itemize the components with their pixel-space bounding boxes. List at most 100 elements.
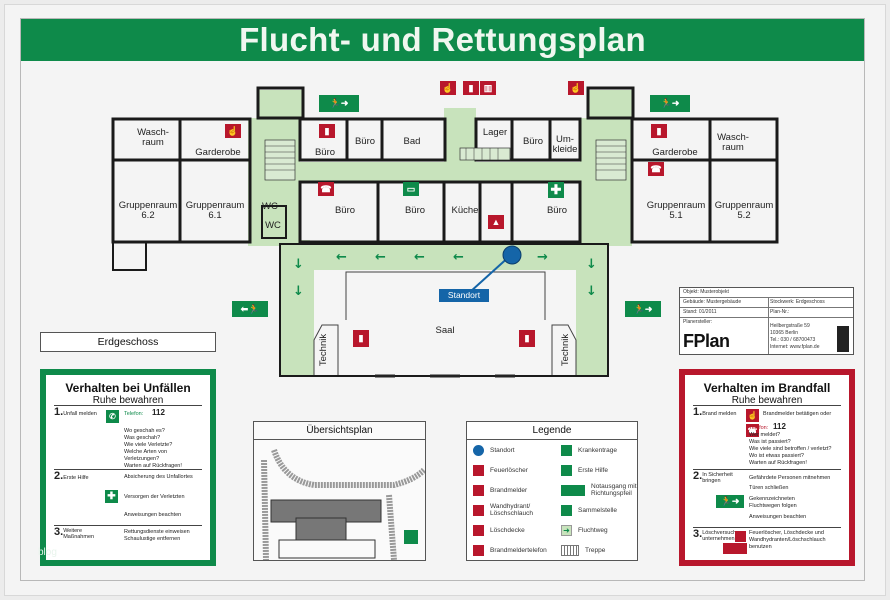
fplan-logo: FPlan xyxy=(683,331,730,351)
legend-item: Standort xyxy=(473,445,515,456)
room-bad: Bad xyxy=(403,136,421,147)
fire-alarm-icon: ☝ xyxy=(568,81,584,95)
arrow-left-icon: ⬅ xyxy=(240,303,249,314)
running-man-icon: 🏃 xyxy=(660,98,672,108)
legend-item: Treppe xyxy=(561,545,605,556)
running-man-icon: 🏃 xyxy=(633,303,645,314)
room-gruppenraum-5-2: Gruppenraum 5.2 xyxy=(714,200,774,221)
fire-extinguisher-icon: ▮ xyxy=(353,330,369,347)
fire-panel-subtitle: Ruhe bewahren xyxy=(731,395,803,406)
fire-extinguisher-icon: ▮ xyxy=(651,124,667,138)
info-phone: Tel.: 030 / 68700473 xyxy=(770,337,816,343)
stretcher-icon xyxy=(561,445,572,456)
room-buero-6: Büro xyxy=(546,205,568,216)
legend-item: Brandmelder xyxy=(473,485,527,496)
fire-phone-icon xyxy=(473,545,484,556)
assembly-point-icon xyxy=(404,530,418,544)
wall-hydrant-icon xyxy=(473,504,484,516)
arrow-left-icon: ← xyxy=(453,250,464,265)
accident-section-2: 2.Erste Hilfe Absicherung des Unfallorte… xyxy=(54,469,202,521)
legend-item: Brandmeldertelefon xyxy=(473,545,547,556)
arrow-right-icon: ➜ xyxy=(644,303,653,314)
saal-area xyxy=(314,270,576,376)
room-buero-5: Büro xyxy=(522,136,544,147)
fire-blanket-icon: ▲ xyxy=(488,215,504,229)
fire-extinguisher-icon xyxy=(735,531,746,542)
accident-questions: Wo geschah es?Was geschah?Wie viele Verl… xyxy=(124,428,182,469)
page-title: Flucht- und Rettungsplan xyxy=(21,19,864,61)
info-internet: Internet: www.fplan.de xyxy=(770,344,820,350)
certificate-icon xyxy=(837,326,849,352)
escape-routes xyxy=(248,90,633,376)
wall-hydrant-icon: ▥ xyxy=(480,81,496,95)
fire-extinguisher-icon: ▮ xyxy=(463,81,479,95)
arrow-down-icon: ↓ xyxy=(293,257,304,272)
accident-section-1: 1.Unfall melden ✆ Telefon: 112 Wo gescha… xyxy=(54,405,202,469)
fire-alarm-icon: ☝ xyxy=(746,409,759,422)
room-kueche: Küche xyxy=(451,205,479,216)
arrow-down-icon: ↓ xyxy=(586,257,597,272)
legend: Legende Standort Feuerlöscher Brandmelde… xyxy=(466,421,638,561)
first-aid-icon: ✚ xyxy=(548,182,564,198)
room-waschraum-left: Wasch- raum xyxy=(137,127,169,148)
arrow-right-icon: → xyxy=(537,250,548,265)
room-buero-1: Büro xyxy=(314,147,336,158)
fire-alarm-icon: ☝ xyxy=(225,124,241,138)
legend-item: Feuerlöscher xyxy=(473,465,528,476)
legend-item: ➜Fluchtweg xyxy=(561,525,608,536)
fire-phone-icon: ☎ xyxy=(318,182,334,196)
arrow-down-icon: ↓ xyxy=(293,284,304,299)
standort-marker[interactable] xyxy=(502,245,522,265)
room-buero-2: Büro xyxy=(354,136,376,147)
emergency-exit-sign: 🏃➜ xyxy=(650,95,690,112)
floor-label: Erdgeschoss xyxy=(40,332,216,352)
room-garderobe-right: Garderobe xyxy=(652,147,698,158)
room-gruppenraum-6-2: Gruppenraum 6.2 xyxy=(118,200,178,221)
emergency-phone-icon: ✆ xyxy=(106,410,119,423)
info-objekt: Objekt: Musterobjekt xyxy=(683,289,729,295)
fire-alarm-icon xyxy=(473,485,484,496)
plan-info-block: Objekt: Musterobjekt Gebäude: Mustergebä… xyxy=(679,287,854,355)
info-stand: Stand: 01/2011 xyxy=(683,309,717,315)
legend-item: Sammelstelle xyxy=(561,505,617,516)
watermark: blog xyxy=(38,547,57,558)
emergency-exit-sign: 🏃➜ xyxy=(319,95,359,112)
arrow-down-icon: ↓ xyxy=(586,284,597,299)
legend-title: Legende xyxy=(467,422,637,440)
running-man-icon: 🏃 xyxy=(248,303,260,314)
room-wc-1: WC xyxy=(262,201,278,212)
room-buero-3: Büro xyxy=(334,205,356,216)
info-address-2: 10365 Berlin xyxy=(770,330,799,336)
fire-blanket-hydrant-icon xyxy=(723,543,747,554)
fire-section-2: 2.In Sicherheit bringen Gefährdete Perso… xyxy=(693,469,841,527)
fire-extinguisher-icon: ▮ xyxy=(519,330,535,347)
room-lager: Lager xyxy=(482,127,508,138)
emergency-exit-sign: 🏃➜ xyxy=(625,301,661,317)
walls xyxy=(111,86,779,377)
stairs xyxy=(264,139,627,181)
legend-item: Löschdecke xyxy=(473,525,525,536)
emergency-exit-icon xyxy=(561,484,585,496)
arrow-right-icon: ➜ xyxy=(340,98,349,108)
arrow-left-icon: ← xyxy=(414,250,425,265)
fire-panel-title: Verhalten im Brandfall xyxy=(703,381,831,395)
legend-item: Erste Hilfe xyxy=(561,465,608,476)
fire-extinguisher-icon: ▮ xyxy=(319,124,335,138)
info-planersteller: Planersteller: xyxy=(683,319,713,325)
room-technik-left: Technik xyxy=(318,333,329,367)
overview-title: Übersichtsplan xyxy=(254,422,425,440)
fire-extinguisher-icon xyxy=(473,465,484,476)
first-aid-icon: ✚ xyxy=(105,490,118,503)
accident-panel: Verhalten bei Unfällen Ruhe bewahren 1.U… xyxy=(40,369,216,566)
route-arrows: ← ← ← ← → ↓ ↓ ↓ ↓ xyxy=(293,250,597,299)
fire-phone-icon: ☎ xyxy=(648,162,664,176)
room-buero-4: Büro xyxy=(404,205,426,216)
fire-section-1: 1.Brand melden ☝ ☎ Brandmelder betätigen… xyxy=(693,405,841,467)
room-wc-2: WC xyxy=(265,220,281,231)
stretcher-icon: ▭ xyxy=(403,182,419,196)
info-plan-nr: Plan-Nr.: xyxy=(770,309,790,315)
arrow-left-icon: ← xyxy=(375,250,386,265)
fire-section-3: 3.Löschversuch unternehmen Feuerlöscher,… xyxy=(693,527,841,557)
legend-item: Notausgang mit Richtungspfeil xyxy=(561,483,637,497)
